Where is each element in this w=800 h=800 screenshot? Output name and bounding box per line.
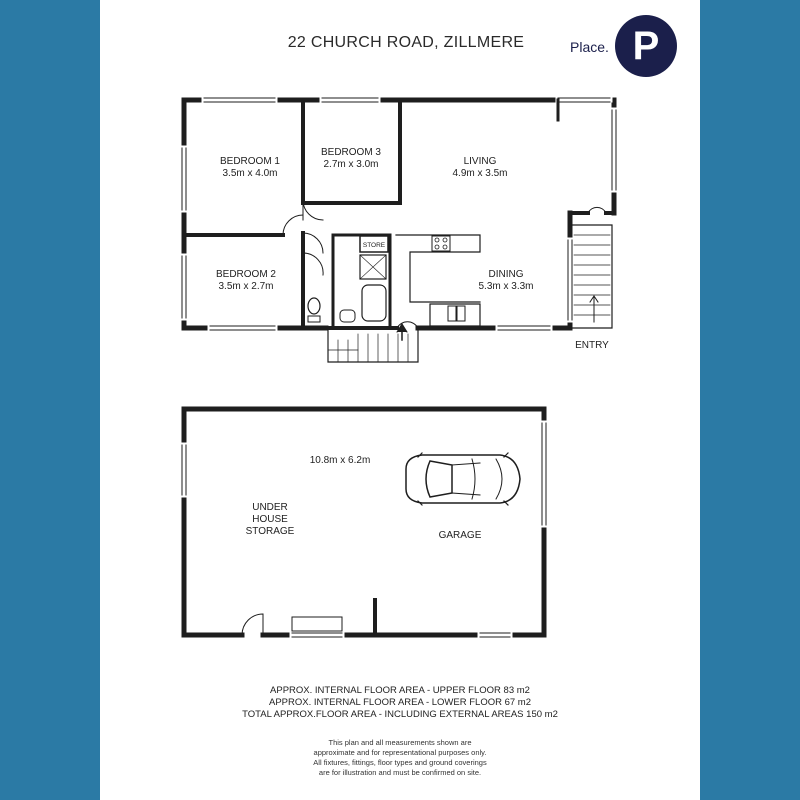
lower-floor-size: 10.8m x 6.2m bbox=[310, 455, 371, 466]
brand-name: Place. bbox=[570, 39, 609, 55]
storage-label-line-2: HOUSE bbox=[252, 514, 288, 525]
room-size-bedroom-1: 3.5m x 4.0m bbox=[222, 168, 277, 179]
room-label-bedroom-3: BEDROOM 3 bbox=[321, 147, 381, 158]
floor-area-summary: APPROX. INTERNAL FLOOR AREA - UPPER FLOO… bbox=[100, 685, 700, 721]
entry-label: ENTRY bbox=[575, 340, 609, 351]
upper-floor-plan: BEDROOM 1 3.5m x 4.0m BEDROOM 3 2.7m x 3… bbox=[181, 97, 617, 363]
room-size-dining: 5.3m x 3.3m bbox=[478, 281, 533, 292]
room-label-bedroom-2: BEDROOM 2 bbox=[216, 269, 276, 280]
garage-label: GARAGE bbox=[439, 530, 482, 541]
brand-logo-letter: P bbox=[632, 24, 660, 68]
car-icon bbox=[405, 452, 521, 506]
disclaimer-line-4: are for illustration and must be confirm… bbox=[318, 768, 482, 777]
lower-floor-plan: 10.8m x 6.2m UNDER HOUSE STORAGE GARAGE bbox=[181, 406, 547, 638]
room-size-bedroom-3: 2.7m x 3.0m bbox=[323, 159, 378, 170]
room-size-bedroom-2: 3.5m x 2.7m bbox=[218, 281, 273, 292]
room-label-dining: DINING bbox=[489, 269, 524, 280]
storage-label-line-3: STORAGE bbox=[246, 526, 295, 537]
store-label: STORE bbox=[363, 242, 386, 249]
brand-logo: P bbox=[615, 15, 677, 77]
disclaimer-line-1: This plan and all measurements shown are bbox=[328, 738, 472, 747]
disclaimer: This plan and all measurements shown are… bbox=[100, 738, 700, 778]
room-size-living: 4.9m x 3.5m bbox=[452, 168, 507, 179]
room-label-living: LIVING bbox=[464, 156, 497, 167]
area-upper-floor: APPROX. INTERNAL FLOOR AREA - UPPER FLOO… bbox=[270, 685, 530, 696]
room-label-bedroom-1: BEDROOM 1 bbox=[220, 156, 280, 167]
property-address-title: 22 CHURCH ROAD, ZILLMERE bbox=[287, 34, 525, 51]
floor-plan-sheet: 22 CHURCH ROAD, ZILLMERE Place. P bbox=[100, 0, 700, 800]
disclaimer-line-2: approximate and for representational pur… bbox=[313, 748, 487, 757]
area-total: TOTAL APPROX.FLOOR AREA - INCLUDING EXTE… bbox=[242, 709, 558, 720]
area-lower-floor: APPROX. INTERNAL FLOOR AREA - LOWER FLOO… bbox=[268, 697, 531, 708]
storage-label-line-1: UNDER bbox=[252, 502, 288, 513]
disclaimer-line-3: All fixtures, fittings, floor types and … bbox=[313, 758, 487, 767]
